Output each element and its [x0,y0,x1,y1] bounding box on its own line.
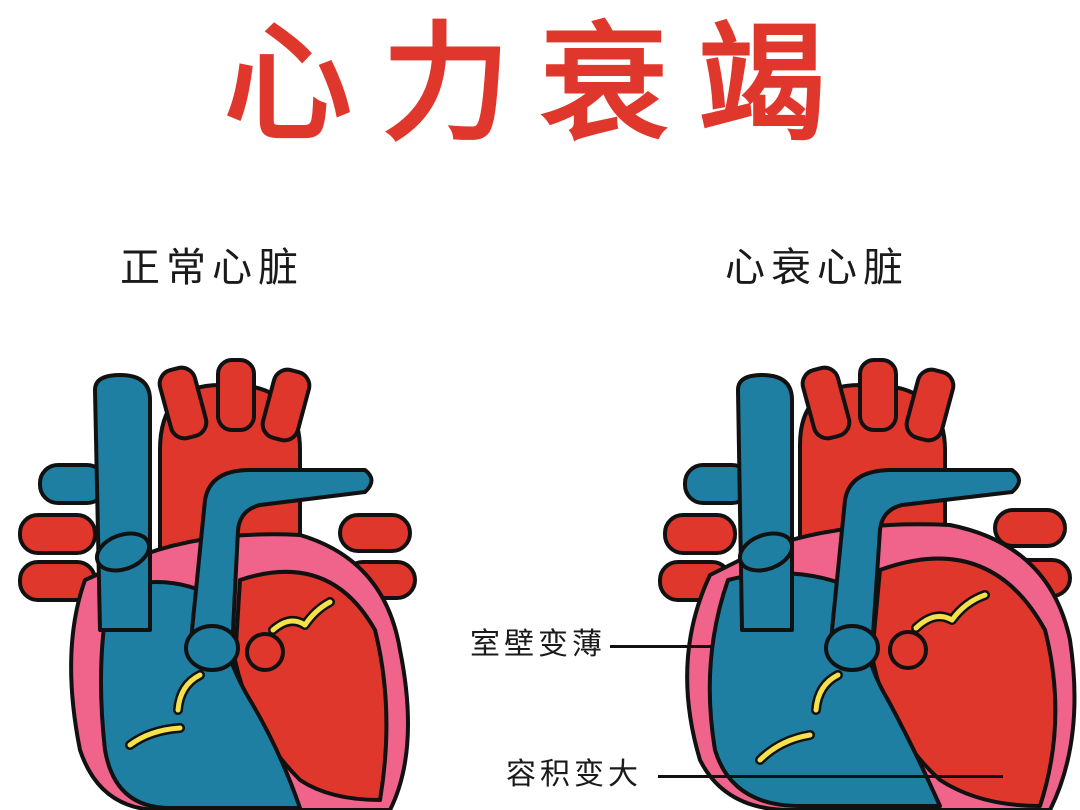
enlarged-volume-annotation: 容积变大 [506,757,642,792]
failing-heart-label: 心衰心脏 [725,245,909,291]
failing-heart-illustration [658,358,1077,810]
normal-heart-label: 正常心脏 [120,245,304,291]
normal-heart-illustration [18,358,417,810]
thin-wall-leader-line [610,645,714,648]
enlarged-volume-leader-line [658,775,1003,778]
thin-wall-annotation: 室壁变薄 [470,627,606,662]
page-title: 心力衰竭 [223,10,856,159]
